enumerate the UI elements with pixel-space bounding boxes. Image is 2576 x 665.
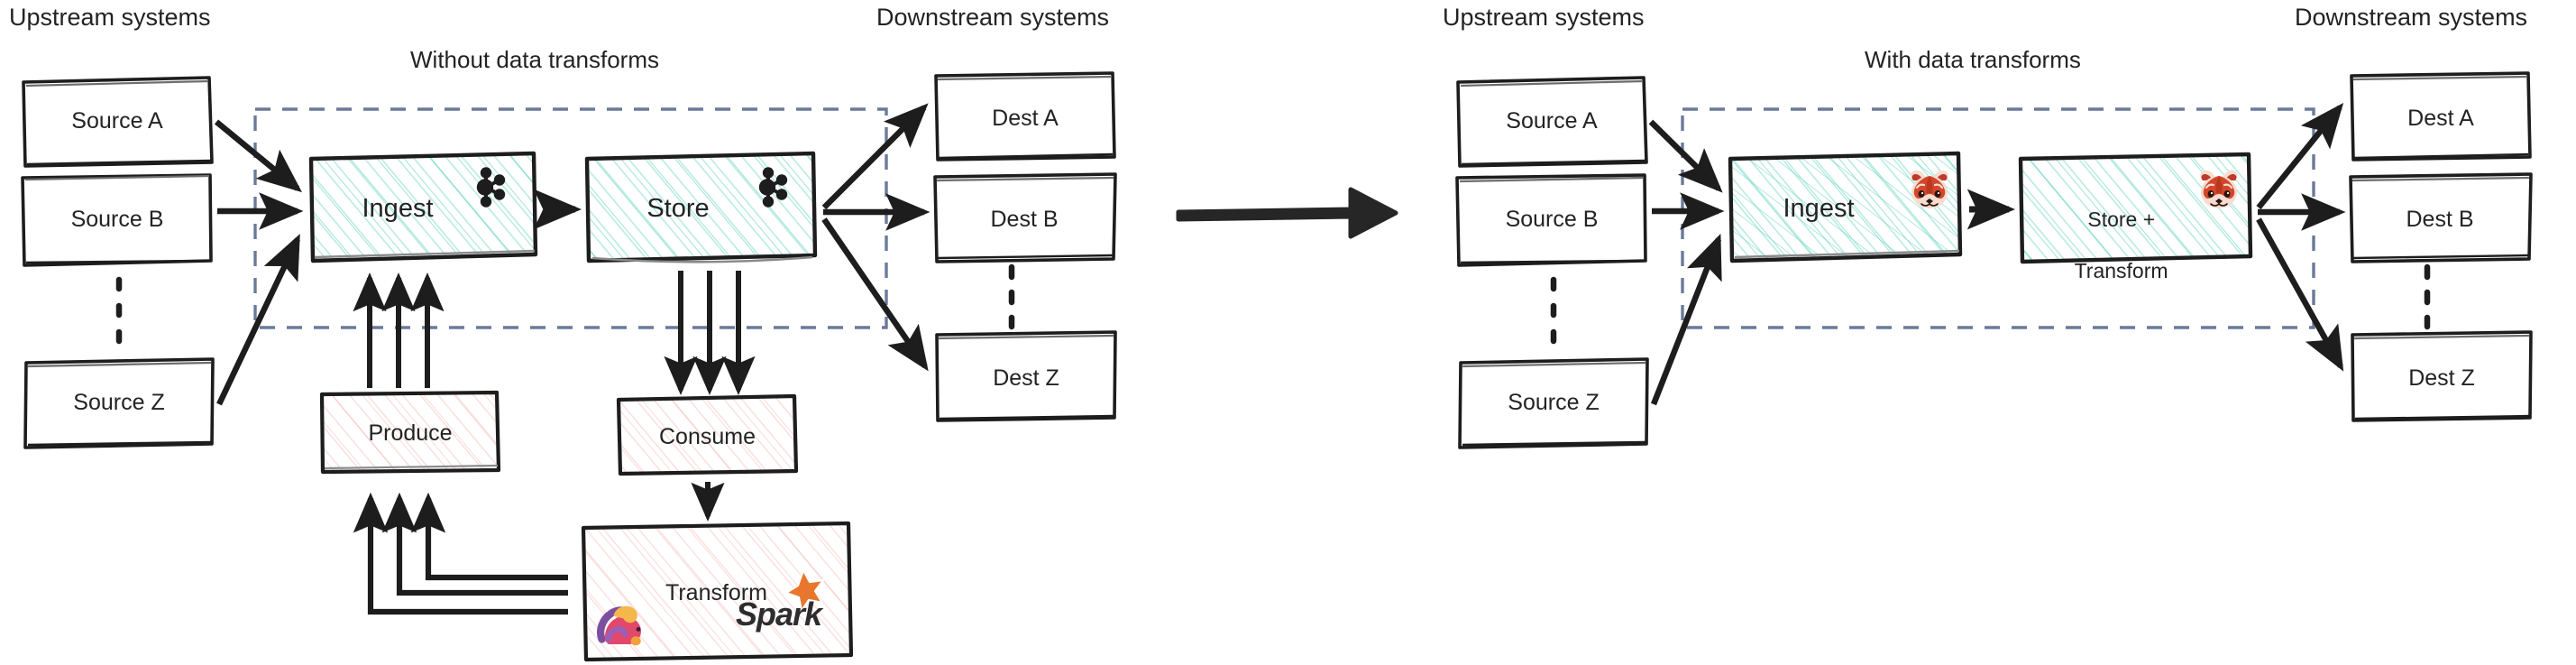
source-b-box-shape (1455, 173, 1647, 267)
arrow-source-z-to-ingest (216, 234, 300, 406)
redpanda-icon (2200, 170, 2238, 208)
source-b-box-shape (21, 173, 213, 267)
left-produce-box-shape (319, 390, 501, 475)
dest-z-box-shape (935, 330, 1117, 422)
arrow-source-z-to-ingest (1650, 233, 1722, 406)
arrows-transform-to-produce (353, 492, 568, 615)
arrow-source-a-to-ingest (214, 119, 303, 193)
arrow-source-a-to-ingest (1648, 119, 1723, 193)
arrow-store-to-dest-z (821, 217, 929, 372)
left-ingest-box-shape (308, 151, 538, 263)
left-store-box-shape (584, 151, 818, 263)
left-panel-group (21, 71, 1117, 662)
arrow-store-to-dest-a (2256, 102, 2344, 210)
right-store-transform-box-shape (2018, 152, 2253, 264)
right-panel-group (1455, 71, 2533, 449)
arrow-store-to-dest-z (2256, 217, 2344, 372)
apache-kafka-icon (476, 167, 506, 208)
dest-b-box-shape (933, 172, 1117, 263)
apache-spark-icon (784, 568, 825, 613)
left-platform-boundary (253, 107, 888, 329)
source-a-box-shape (1456, 76, 1648, 168)
left-transform-box-shape (581, 521, 854, 662)
arrow-store-to-dest-a (821, 103, 929, 210)
arrows-produce-to-ingest (353, 272, 445, 388)
source-a-box-shape (22, 76, 214, 168)
dest-z-box-shape (2351, 330, 2533, 422)
transition-arrow-icon (1176, 187, 1398, 239)
redpanda-icon (1911, 170, 1948, 208)
apache-flink-icon (596, 605, 641, 646)
dest-b-box-shape (2349, 172, 2533, 263)
source-z-box-shape (1458, 357, 1649, 449)
apache-kafka-icon (758, 167, 788, 208)
left-consume-box-shape (616, 393, 799, 476)
right-ingest-box-shape (1728, 151, 1963, 263)
dest-a-box-shape (934, 71, 1116, 162)
source-z-box-shape (23, 357, 215, 449)
dest-a-box-shape (2350, 71, 2532, 162)
arrows-store-to-consume (664, 271, 756, 396)
